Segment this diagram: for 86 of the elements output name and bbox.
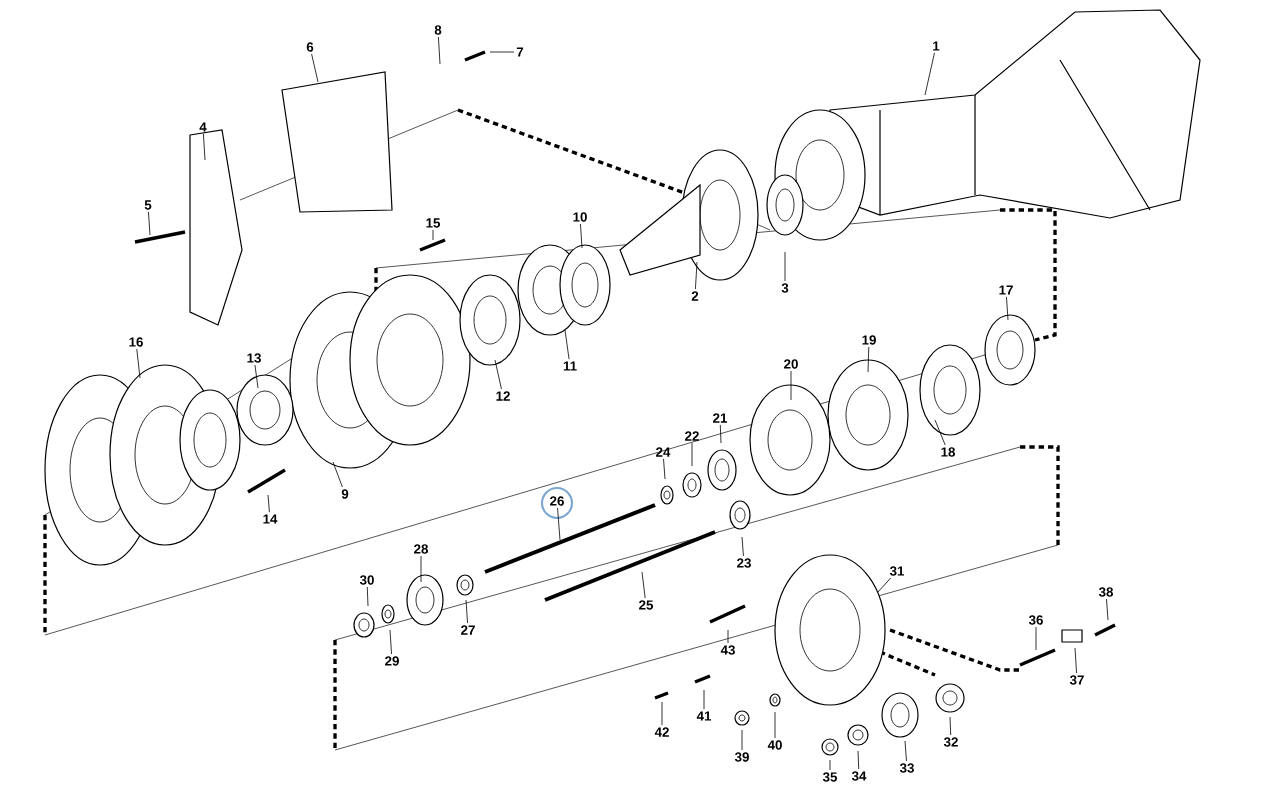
callout-number: 6 — [306, 42, 314, 52]
callout-number: 8 — [434, 25, 442, 35]
leader-line — [465, 599, 468, 624]
callout-number: 4 — [199, 122, 207, 132]
leader-line — [389, 629, 392, 655]
leader-line — [580, 223, 583, 249]
leader-line — [741, 729, 743, 751]
callout-number: 31 — [889, 566, 905, 576]
callout-number: 25 — [639, 600, 654, 610]
callout-number: 20 — [784, 359, 798, 369]
leader-line — [641, 571, 646, 599]
leader-line — [691, 442, 693, 467]
callout-number: 24 — [656, 447, 671, 457]
leader-line — [784, 251, 786, 282]
callout-number: 14 — [263, 514, 278, 524]
leader-line — [494, 359, 502, 390]
leader-line — [438, 36, 441, 65]
callout-number: 2 — [691, 291, 699, 301]
callout-number: 39 — [734, 752, 749, 762]
leader-line — [1106, 598, 1109, 621]
leader-line — [774, 711, 776, 739]
leader-line — [904, 740, 907, 762]
callout-number: 3 — [781, 283, 789, 293]
leader-line — [432, 229, 434, 241]
leader-line — [148, 211, 151, 236]
leader-line — [1074, 647, 1077, 674]
callout-number: 28 — [414, 544, 428, 554]
leader-line — [366, 586, 369, 607]
leader-line — [719, 424, 722, 444]
callout-number: 13 — [247, 353, 261, 363]
leader-line — [332, 461, 343, 488]
leader-line — [695, 261, 698, 290]
leader-line — [267, 494, 270, 513]
callout-number: 34 — [851, 771, 867, 781]
leader-line — [254, 364, 259, 389]
callout-number: 30 — [359, 575, 374, 585]
callout-number: 11 — [563, 361, 577, 371]
callout-number: 37 — [1069, 675, 1084, 685]
callout-number: 32 — [943, 737, 958, 747]
callout-number: 29 — [385, 656, 399, 666]
leader-line — [924, 52, 935, 96]
callout-number: 17 — [999, 285, 1013, 295]
leader-line — [1035, 626, 1037, 651]
callout-number: 35 — [822, 772, 838, 782]
leader-line — [661, 701, 663, 726]
callout-number: 43 — [720, 645, 735, 655]
leader-line — [203, 133, 206, 161]
callout-number: 9 — [341, 489, 349, 499]
callout-number: 33 — [899, 763, 914, 773]
leader-line — [136, 348, 141, 379]
leader-line — [934, 419, 946, 446]
leader-line — [1006, 296, 1009, 321]
leader-line — [489, 51, 515, 53]
callout-number: 27 — [461, 625, 475, 635]
callout-number: 22 — [685, 431, 699, 441]
leader-line — [557, 507, 561, 541]
callout-number: 5 — [144, 200, 152, 210]
leader-line — [857, 750, 860, 770]
callout-number: 21 — [713, 413, 728, 423]
leader-line — [311, 53, 319, 83]
leader-line — [829, 759, 831, 771]
callout-number: 41 — [696, 711, 712, 721]
leader-line — [949, 716, 952, 736]
leader-line — [564, 329, 570, 360]
callout-number: 19 — [862, 335, 876, 345]
callout-number: 16 — [129, 337, 143, 347]
callout-number: 26 — [550, 496, 564, 506]
callout-number: 42 — [654, 727, 669, 737]
callout-number: 38 — [1098, 587, 1113, 597]
callout-number: 15 — [426, 218, 441, 228]
leader-line — [790, 370, 792, 401]
callout-number: 7 — [516, 47, 524, 57]
leader-line — [727, 629, 729, 644]
leader-line — [420, 555, 422, 583]
leader-line — [741, 536, 744, 557]
callout-number: 1 — [933, 41, 940, 51]
leader-line — [663, 458, 666, 480]
leader-line — [877, 577, 892, 593]
callout-number: 40 — [767, 740, 782, 750]
leader-line — [703, 689, 705, 710]
callout-number: 12 — [496, 391, 510, 401]
callout-number: 18 — [941, 447, 955, 457]
callout-number: 23 — [737, 558, 751, 568]
leader-line — [867, 346, 870, 373]
callout-number: 10 — [573, 212, 587, 222]
callout-number: 36 — [1028, 615, 1043, 625]
